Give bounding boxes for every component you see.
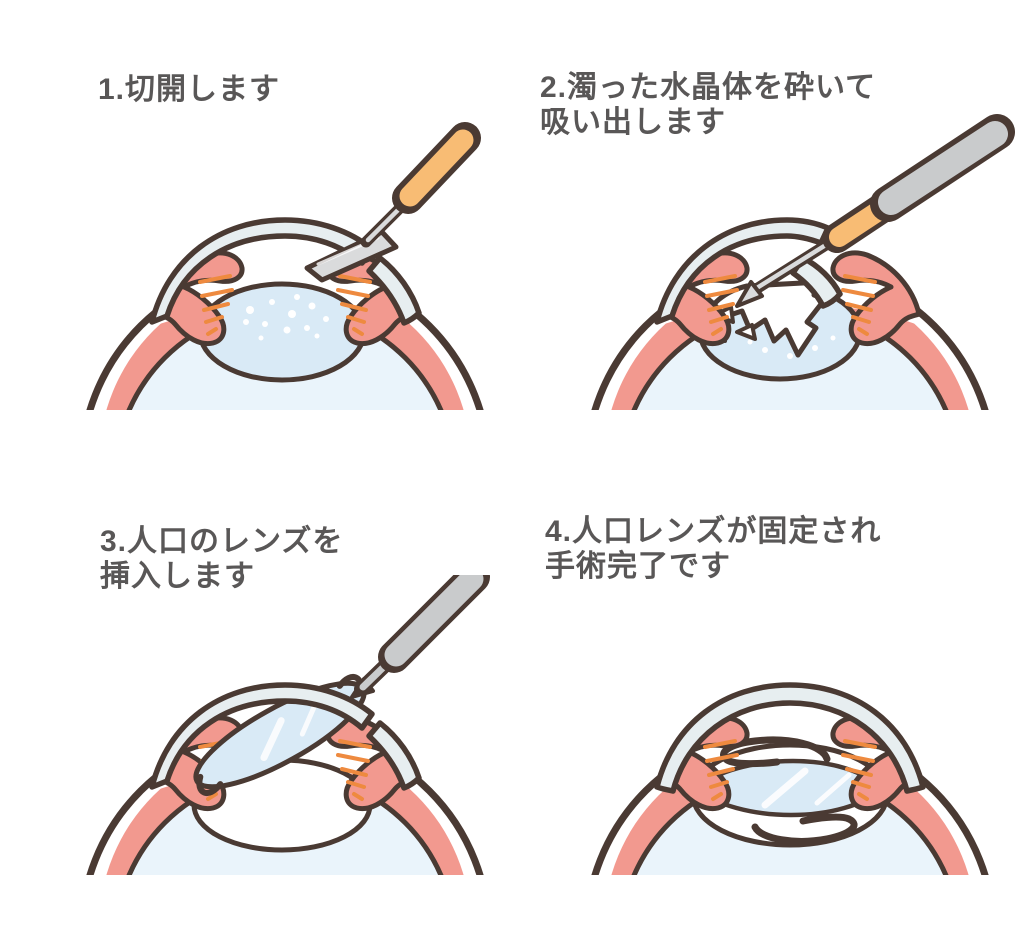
step-3-illustration-lens-insertion xyxy=(60,575,510,875)
phaco-probe-icon xyxy=(735,114,1015,308)
step-2-illustration-phacoemulsification xyxy=(565,114,1015,410)
eye-cross-section xyxy=(81,220,489,410)
step-3-title: 3.人口のレンズを挿入します xyxy=(100,524,343,594)
step-2-title-line1: 2.濁った水晶体を砕いて xyxy=(540,71,877,104)
step-3-title-line1: 3.人口のレンズを xyxy=(100,525,344,558)
step-3-title-line2: 挿入します xyxy=(100,560,255,593)
step-1-title-line1: 1.切開します xyxy=(98,73,281,106)
cornea xyxy=(654,682,926,794)
step-4-title-line2: 手術完了です xyxy=(545,550,731,583)
step-4-illustration-lens-fixed xyxy=(565,682,1015,875)
step-2-title-line2: 吸い出します xyxy=(540,106,726,139)
broken-cloudy-lens xyxy=(697,279,863,382)
eye-cross-section xyxy=(586,217,994,410)
step-4-title: 4.人口レンズが固定され手術完了です xyxy=(545,514,881,584)
fixed-intraocular-lens xyxy=(694,736,884,845)
eye-cross-section xyxy=(586,682,994,875)
eye-cross-section xyxy=(81,674,489,875)
incision-knife-icon xyxy=(304,122,481,283)
step-1-illustration-eye-incision xyxy=(60,122,510,410)
lens-injector-icon xyxy=(350,575,490,699)
step-2-title: 2.濁った水晶体を砕いて吸い出します xyxy=(540,70,876,140)
step-4-title-line1: 4.人口レンズが固定され xyxy=(545,515,882,548)
corneal-flap xyxy=(790,255,843,309)
step-1-title: 1.切開します xyxy=(98,72,280,107)
